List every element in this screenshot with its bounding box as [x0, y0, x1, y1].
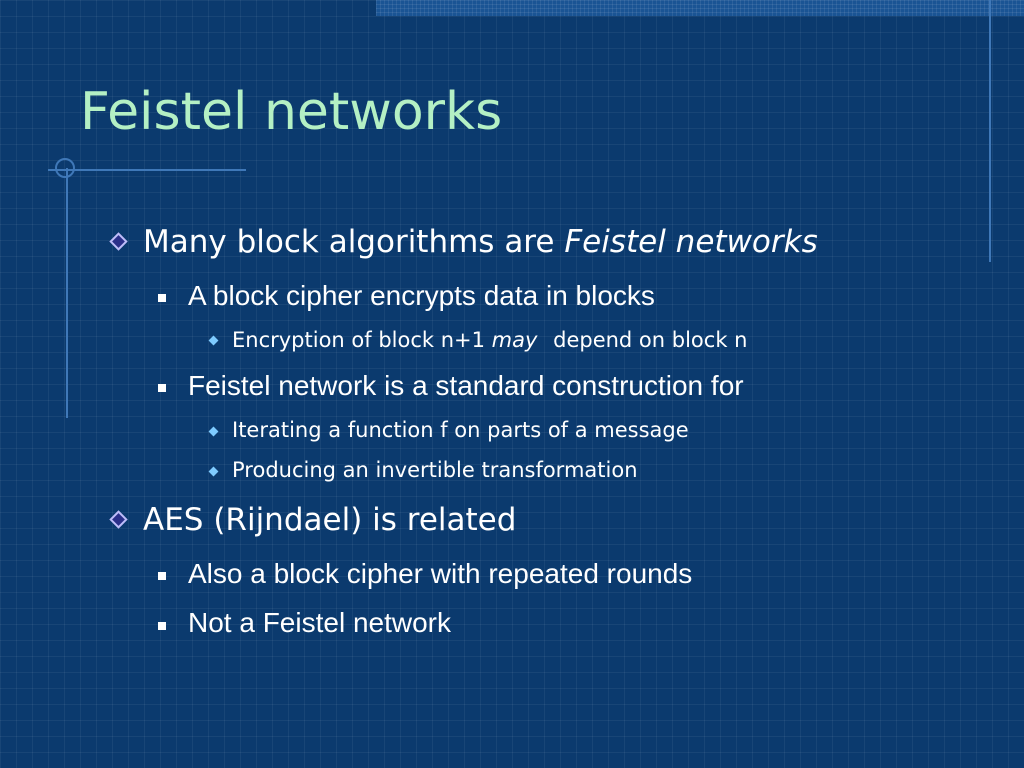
- crosshair-circle-icon: [55, 158, 75, 178]
- bullet-level1: AES (Rijndael) is related: [143, 502, 517, 538]
- slide-title: Feistel networks: [80, 82, 503, 142]
- small-diamond-bullet-icon: [208, 426, 219, 437]
- bullet-level2: Feistel network is a standard constructi…: [188, 370, 744, 401]
- small-diamond-bullet-icon: [208, 335, 219, 346]
- diamond-bullet-icon: [109, 232, 128, 251]
- bullet-level3: Iterating a function f on parts of a mes…: [232, 418, 689, 442]
- bullet-emphasis: Feistel networks: [564, 224, 818, 260]
- square-bullet-icon: [158, 384, 166, 392]
- bullet-level3: Encryption of block n+1 may depend on bl…: [232, 328, 747, 352]
- bullet-level2: Also a block cipher with repeated rounds: [188, 558, 693, 589]
- decorative-vertical-rule-right: [989, 0, 991, 262]
- small-diamond-bullet-icon: [208, 466, 219, 477]
- square-bullet-icon: [158, 622, 166, 630]
- square-bullet-icon: [158, 294, 166, 302]
- bullet-emphasis: may: [491, 328, 538, 352]
- title-underline-rule: [48, 169, 246, 171]
- bullet-level2: Not a Feistel network: [188, 607, 451, 638]
- bullet-text: Many block algorithms are: [143, 224, 565, 260]
- square-bullet-icon: [158, 572, 166, 580]
- bullet-level1: Many block algorithms are Feistel networ…: [143, 224, 818, 260]
- header-band: [376, 0, 1024, 16]
- decorative-vertical-rule-left: [66, 168, 68, 418]
- bullet-level3: Producing an invertible transformation: [232, 458, 638, 482]
- diamond-bullet-icon: [109, 510, 128, 529]
- bullet-text: Encryption of block n+1: [232, 328, 492, 352]
- bullet-level2: A block cipher encrypts data in blocks: [188, 280, 655, 311]
- bullet-text: depend on block n: [546, 328, 748, 352]
